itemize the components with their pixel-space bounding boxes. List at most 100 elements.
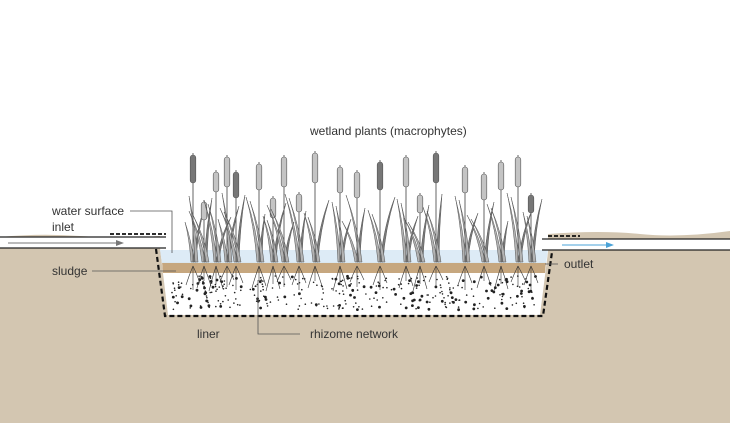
plant-leaf (466, 214, 486, 263)
plant-root (251, 265, 260, 289)
cattail-plant (506, 155, 533, 287)
seed-head (280, 156, 288, 188)
plant-leaf (288, 197, 305, 263)
seed-head (514, 156, 522, 188)
outlet-pipe (542, 235, 730, 251)
cattail-plant (486, 160, 509, 292)
plant-root (435, 265, 444, 281)
plant-root (283, 265, 292, 281)
seed-head (255, 163, 263, 191)
plant-root (412, 265, 421, 292)
plant-root (405, 265, 414, 287)
cattail-plant (466, 172, 495, 289)
seed-head (295, 193, 303, 213)
plant-leaf (419, 204, 430, 263)
cattail-plant (188, 197, 213, 289)
plant-root (314, 265, 323, 287)
plant-root (356, 265, 365, 281)
plant-root (464, 265, 473, 284)
plant-leaf (203, 197, 213, 263)
plant-root (523, 265, 532, 286)
plant-leaf (266, 204, 286, 263)
cattail-plant (262, 196, 287, 292)
seed-head (480, 173, 488, 201)
ground (0, 248, 730, 423)
plant-root (272, 265, 281, 290)
plant-leaf (403, 217, 422, 263)
plant-root (457, 265, 466, 286)
plant-root (265, 265, 274, 292)
plant-root (215, 265, 224, 290)
plant-root (332, 265, 341, 292)
plant-leaf (314, 199, 330, 263)
sludge-layer (162, 262, 546, 273)
cattail-plant (331, 165, 352, 292)
plant-root (208, 265, 217, 292)
plant-root (219, 265, 228, 283)
plant-root (493, 265, 502, 292)
plant-leaf (223, 211, 242, 263)
plant-root (258, 265, 267, 287)
plant-leaf (490, 207, 507, 263)
plant-root (196, 265, 205, 289)
cattail-plant (266, 155, 295, 287)
cattail-plant (303, 151, 330, 289)
title-label: wetland plants (macrophytes) (309, 124, 467, 138)
cattail-plant (245, 162, 267, 289)
cattail-plant (219, 170, 246, 290)
plant-leaf (284, 193, 301, 263)
plant-root (192, 265, 201, 284)
plant-leaf (345, 194, 363, 263)
seed-head (212, 171, 220, 193)
plant-root (339, 265, 348, 290)
cattail-plant (403, 193, 430, 292)
seed-head (461, 166, 469, 194)
plant-leaf (188, 210, 206, 263)
liner (154, 248, 554, 318)
plant-root (500, 265, 509, 290)
seed-head (376, 161, 384, 191)
seed-head (497, 161, 505, 191)
water-surface-leader (130, 210, 173, 253)
plant-root (349, 265, 358, 283)
plant-leaf (486, 203, 503, 263)
wetland-plants (184, 151, 543, 292)
plant-root (428, 265, 437, 283)
plant-leaf (426, 210, 442, 263)
seed-head (416, 194, 424, 214)
seed-head (223, 156, 231, 188)
plant-root (298, 265, 307, 284)
seed-head (402, 156, 410, 188)
plant-leaf (192, 214, 210, 263)
rhizome-network-leader (257, 280, 300, 335)
outlet-flow-arrow (562, 242, 614, 248)
plant-root (291, 265, 300, 286)
outlet-label: outlet (564, 257, 594, 271)
seed-head (527, 194, 535, 214)
plant-root (379, 265, 388, 284)
cattail-plant (522, 193, 543, 290)
plant-leaf (245, 196, 261, 263)
plant-leaf (407, 221, 426, 263)
plant-leaf (483, 201, 495, 263)
plant-root (476, 265, 485, 289)
seed-head (353, 171, 361, 199)
plant-root (419, 265, 428, 290)
plant-root (185, 265, 194, 286)
leader-lines (92, 210, 558, 335)
rhizome-network-label: rhizome network (310, 327, 399, 341)
seed-head (336, 166, 344, 194)
plant-leaf (341, 220, 359, 263)
plant-leaf (249, 200, 265, 263)
plant-root (517, 265, 526, 281)
inlet-label: inlet (52, 220, 75, 234)
plant-root (510, 265, 519, 283)
inlet-flow-arrow (8, 240, 124, 246)
cattail-plant (422, 151, 444, 287)
plant-leaf (219, 207, 238, 263)
plant-root (483, 265, 492, 287)
plant-leaf (379, 196, 396, 263)
plant-root (235, 265, 244, 284)
plant-root (530, 265, 539, 284)
